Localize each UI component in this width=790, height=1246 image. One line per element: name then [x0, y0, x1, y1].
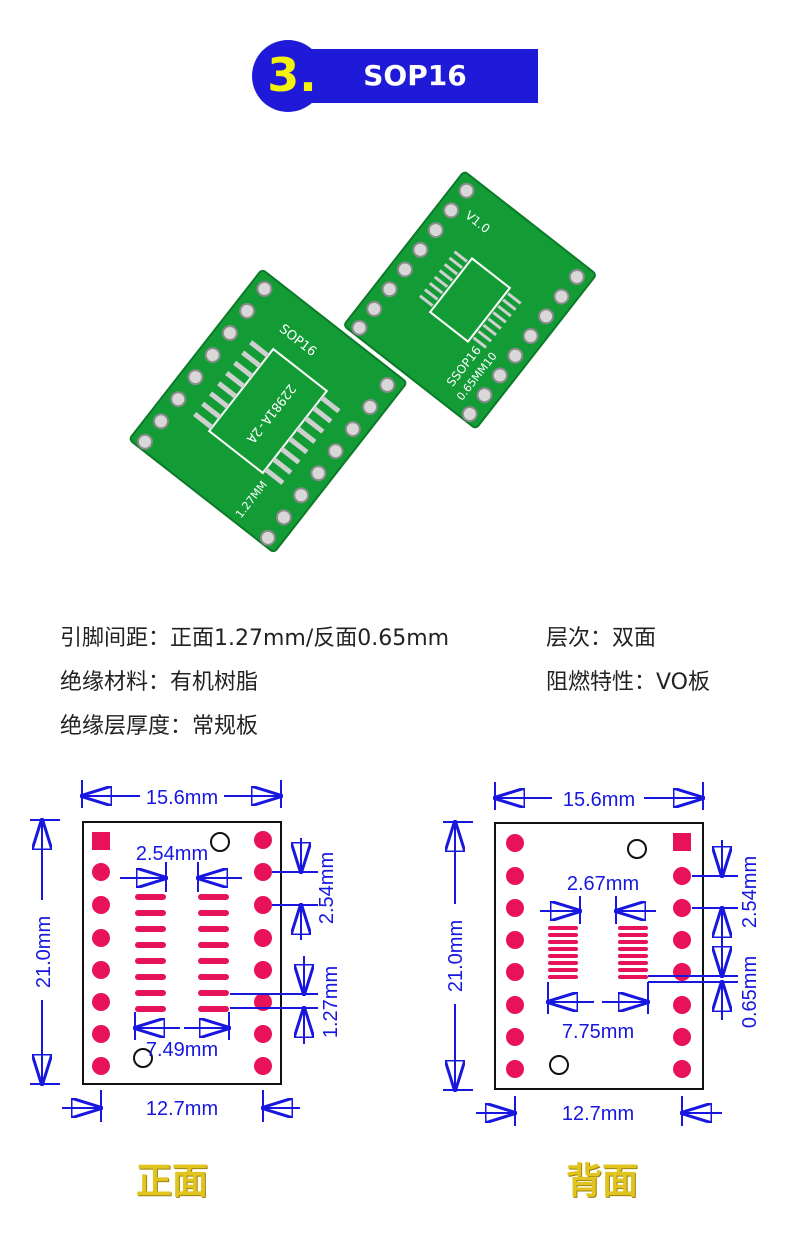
back-dimension-diagram: 15.6mm 21.0mm 2.67mm 2.54mm 0.65mm 7.75m… — [443, 782, 761, 1126]
back-board: V1.0 SSOP16 0.65MM10 — [344, 171, 596, 429]
front-dimension-diagram: 15.6mm 21.0mm 2.54mm 2.54mm 1.27mm 7.49m… — [30, 780, 342, 1122]
front-pad-pitch-label: 1.27mm — [320, 966, 342, 1038]
back-row-pitch-label: 2.54mm — [739, 856, 761, 928]
front-board: 22981A-2A SOP16 1.27MM — [129, 269, 407, 553]
front-height-label: 21.0mm — [33, 916, 55, 988]
spec-flame: 阻燃特性：VO板 — [546, 670, 710, 695]
header-number-badge — [252, 40, 324, 112]
front-pad-span-label: 7.49mm — [146, 1039, 218, 1061]
section-title: SOP16 — [363, 59, 467, 92]
back-width-label: 15.6mm — [563, 789, 635, 811]
back-pad-pitch-label: 0.65mm — [739, 956, 761, 1028]
front-row-span-label: 12.7mm — [146, 1098, 218, 1120]
front-caption: 正面 — [136, 1160, 209, 1202]
front-pad-gap-label: 2.54mm — [136, 843, 208, 865]
back-height-label: 21.0mm — [445, 920, 467, 992]
front-board-outline — [82, 821, 282, 1085]
back-board-outline — [494, 822, 704, 1090]
back-pad-span-label: 7.75mm — [562, 1021, 634, 1043]
spec-material: 绝缘材料：有机树脂 — [60, 670, 259, 695]
header-banner — [290, 49, 538, 103]
front-row-pitch-label: 2.54mm — [316, 852, 338, 924]
back-caption: 背面 — [566, 1160, 639, 1202]
section-number: 3. — [267, 48, 317, 102]
spec-pin-pitch: 引脚间距：正面1.27mm/反面0.65mm — [60, 626, 450, 651]
back-pad-gap-label: 2.67mm — [567, 873, 639, 895]
front-width-label: 15.6mm — [146, 787, 218, 809]
back-row-span-label: 12.7mm — [562, 1103, 634, 1125]
spec-layers: 层次：双面 — [546, 626, 657, 651]
product-photo: 22981A-2A SOP16 1.27MM V1.0 SSOP16 0.65M… — [129, 171, 596, 553]
spec-thickness: 绝缘层厚度：常规板 — [60, 714, 259, 739]
